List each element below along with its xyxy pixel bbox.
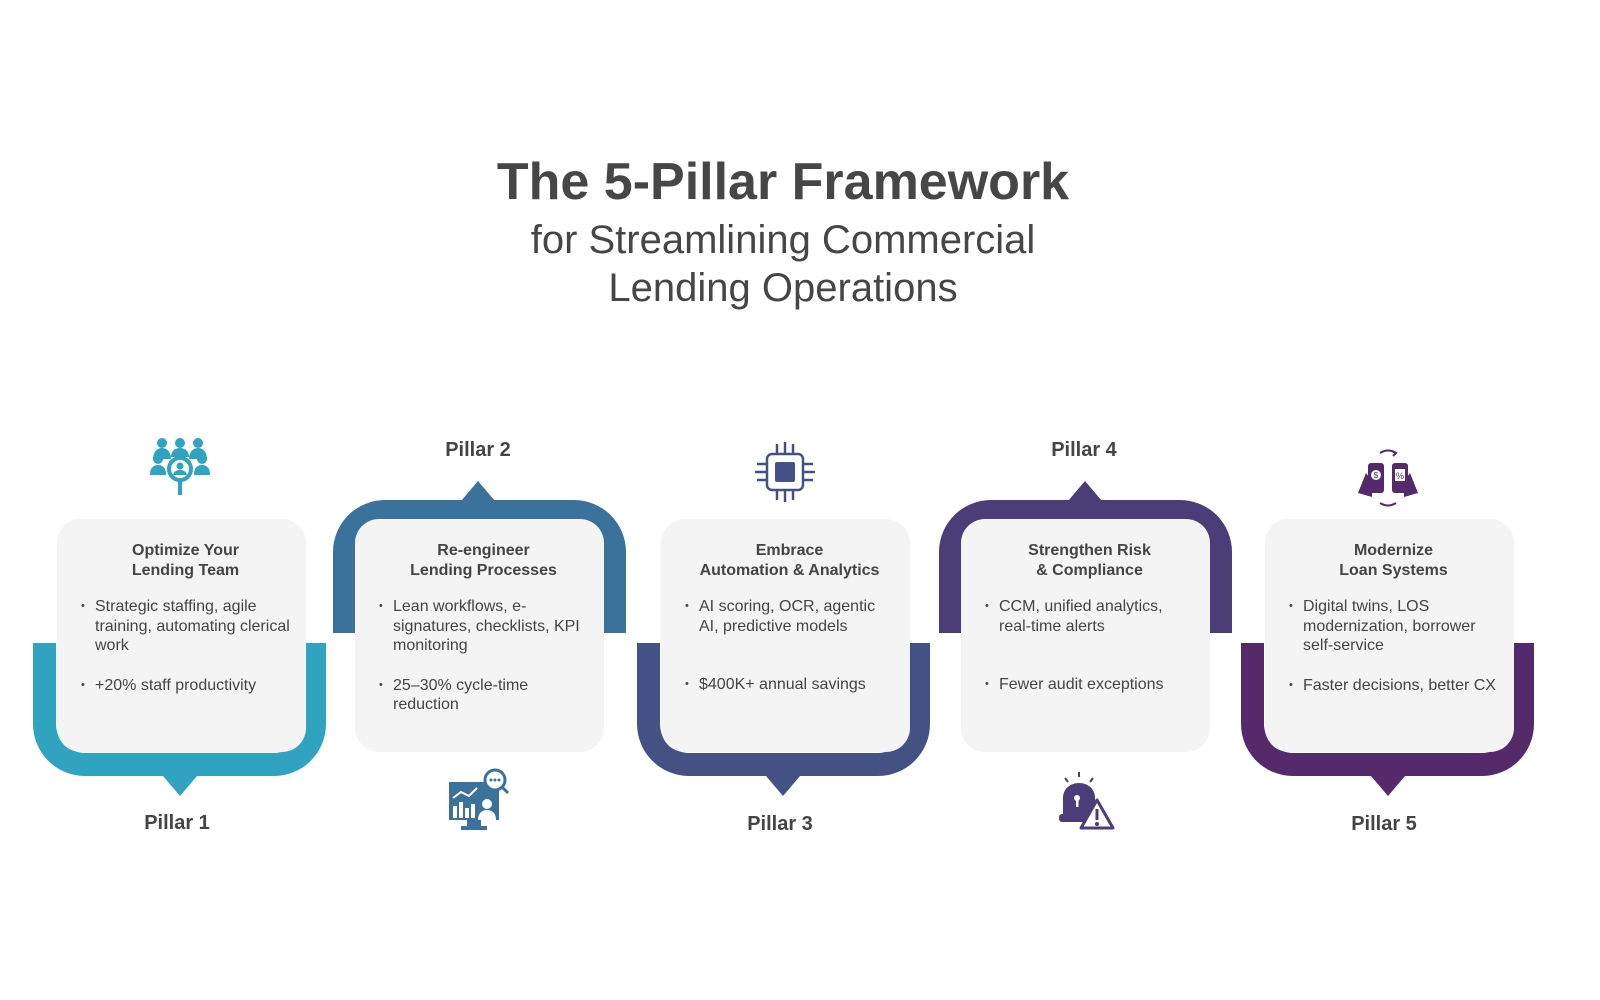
bullet: CCM, unified analytics, real-time alerts	[985, 597, 1196, 655]
bullet: Fewer audit exceptions	[985, 675, 1196, 695]
pillar-4-title: Strengthen Risk & Compliance	[983, 541, 1196, 581]
team-search-icon	[150, 438, 210, 495]
page-title: The 5-Pillar Framework	[496, 153, 1070, 211]
title-line: Automation & Analytics	[699, 562, 880, 579]
bullet: +20% staff productivity	[81, 676, 292, 696]
svg-text:%: %	[1396, 471, 1404, 481]
subtitle-line-1: for Streamlining Commercial	[530, 218, 1036, 262]
pillar-1-bracket	[33, 643, 326, 776]
svg-text:$: $	[1374, 471, 1379, 480]
bullet: $400K+ annual savings	[685, 675, 896, 695]
pillar-1-label: Pillar 1	[144, 812, 210, 834]
bullet: AI scoring, OCR, agentic AI, predictive …	[685, 597, 896, 655]
pillar-5-label: Pillar 5	[1351, 813, 1417, 835]
title-line: Lending Processes	[410, 562, 557, 579]
pillar-4-bracket	[939, 500, 1232, 633]
title-line: Optimize Your	[132, 542, 239, 559]
bullet: Faster decisions, better CX	[1289, 676, 1500, 696]
title-line: Re-engineer	[437, 542, 530, 559]
analytics-monitor-icon	[449, 768, 510, 830]
pillar-3-label: Pillar 3	[747, 813, 813, 835]
mobile-exchange-icon: % $	[1358, 449, 1418, 507]
pillar-2-bracket	[333, 500, 626, 633]
pillar-1-pointer	[163, 776, 197, 796]
pillar-5-bracket	[1241, 643, 1534, 776]
subtitle-line-2: Lending Operations	[608, 266, 958, 310]
pillar-3-pointer	[766, 776, 800, 796]
title-line: Strengthen Risk	[1028, 542, 1151, 559]
bullet: 25–30% cycle-time reduction	[379, 676, 590, 715]
title-line: Lending Team	[131, 562, 240, 579]
alarm-warning-icon	[1059, 772, 1115, 830]
bullet: Lean workflows, e-signatures, checklists…	[379, 597, 590, 656]
pillar-3-bracket	[637, 643, 930, 776]
pillar-4-pointer	[1068, 481, 1102, 501]
pillar-5-pointer	[1371, 776, 1405, 796]
chip-icon	[755, 442, 815, 502]
bullet: Digital twins, LOS modernization, borrow…	[1289, 597, 1500, 656]
pillar-4-label: Pillar 4	[1051, 439, 1117, 461]
bullet: Strategic staffing, agile training, auto…	[81, 597, 292, 656]
pillar-4-card: Strengthen Risk & Compliance CCM, unified…	[961, 519, 1210, 752]
pillar-2-label: Pillar 2	[445, 439, 511, 461]
pillar-2-pointer	[461, 481, 495, 501]
title-line: Embrace	[755, 542, 824, 559]
title-line: Modernize	[1353, 542, 1434, 559]
title-line: Loan Systems	[1339, 562, 1448, 579]
title-line: & Compliance	[1036, 562, 1143, 579]
